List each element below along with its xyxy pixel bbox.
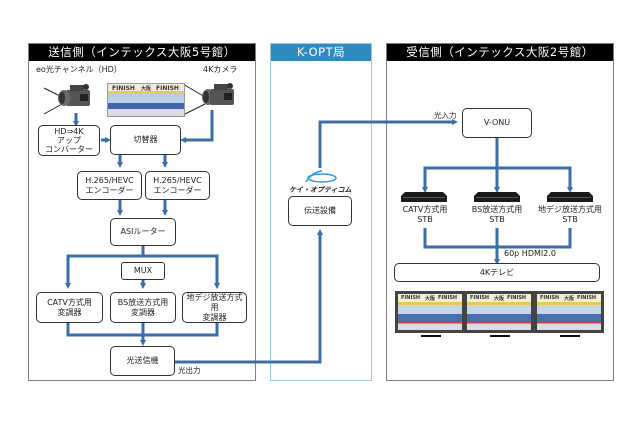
k-opticom-logo-icon [305, 170, 337, 183]
tv-display-1: FINISH 大阪 FINISH [395, 291, 465, 339]
mod-bs-box: BS放送方式用 変調器 [110, 292, 176, 323]
photo-text-mid: 大阪 [141, 86, 152, 92]
tv2-text-mid: 大阪 [494, 296, 505, 302]
tv-stand [421, 335, 441, 337]
stb-terrestrial-label: 地デジ放送方式用 STB [534, 205, 606, 225]
mod-catv-line1: CATV方式用 [47, 297, 92, 307]
stb-terr-line2: STB [562, 215, 578, 224]
asi-router-box: ASIルーター [110, 218, 176, 246]
vonu-label: V-ONU [483, 118, 511, 127]
transmission-box: 伝送設備 [288, 196, 352, 226]
stb-catv-line2: STB [417, 215, 433, 224]
tv-label: 4Kテレビ [479, 267, 515, 277]
tv-display-3: FINISH 大阪 FINISH [534, 291, 604, 339]
wire-vonu-stb-terr2 [497, 166, 573, 193]
encoder2-line1: H.265/HEVC [153, 175, 202, 185]
optical-in-label: 光入力 [434, 111, 457, 120]
hd-camera-icon [58, 84, 90, 106]
mux-box: MUX [121, 262, 165, 280]
encoder1-line1: H.265/HEVC [85, 175, 134, 185]
mod-catv-box: CATV方式用 変調器 [36, 292, 103, 323]
wire-asi-mod-terr [143, 254, 220, 289]
mod-terrestrial-box: 地デジ放送方式用 変調器 [182, 292, 247, 323]
optical-out-label: 光出力 [178, 366, 201, 375]
stb-bs-icon [474, 192, 520, 202]
photo-text-left: FINISH [112, 85, 135, 92]
stb-bs-line2: STB [489, 215, 505, 224]
stb-terrestrial-icon [547, 192, 593, 202]
stb-catv-icon [401, 192, 447, 202]
stb-catv-line1: CATV方式用 [402, 205, 448, 214]
tv-display-2: FINISH 大阪 FINISH [464, 291, 534, 339]
switcher-box: 切替器 [110, 125, 181, 155]
switcher-label: 切替器 [133, 135, 158, 144]
hd-source-label: eo光チャンネル（HD） [36, 65, 122, 74]
photo-text-right: FINISH [156, 85, 179, 92]
sender-title: 送信側（インテックス大阪5号館） [29, 44, 255, 61]
event-photo: FINISH 大阪 FINISH [107, 83, 185, 117]
asi-router-label: ASIルーター [120, 227, 166, 236]
vonu-box: V-ONU [462, 108, 532, 138]
optical-tx-label: 光送信機 [126, 356, 159, 365]
mod-terr-line2: 変調器 [202, 312, 227, 322]
4k-camera-label: 4Kカメラ [203, 65, 238, 74]
transmission-label: 伝送設備 [304, 206, 336, 215]
hdmi-label: 60p HDMI2.0 [504, 249, 556, 258]
tv3-text-left: FINISH [540, 295, 560, 301]
station-title: K-OPT局 [271, 44, 371, 61]
encoder-box-1: H.265/HEVC エンコーダー [77, 171, 142, 200]
encoder-box-2: H.265/HEVC エンコーダー [145, 171, 210, 200]
4k-camera-icon [202, 83, 234, 105]
mod-catv-line2: 変調器 [57, 307, 82, 317]
wire-tx-station [175, 229, 323, 364]
wire-vonu-stbs [422, 138, 499, 193]
tv2-text-left: FINISH [470, 295, 490, 301]
upconverter-line3: コンバーター [45, 145, 93, 154]
mux-label: MUX [133, 266, 153, 275]
wire-asi-mod [65, 245, 145, 289]
stb-terr-line1: 地デジ放送方式用 [538, 205, 602, 214]
tv-box: 4Kテレビ [394, 263, 600, 282]
stb-catv-label: CATV方式用 STB [395, 205, 455, 225]
upconverter-line1: HD⇒4K [54, 127, 84, 136]
tv1-text-right: FINISH [438, 295, 458, 301]
tv3-text-mid: 大阪 [564, 296, 575, 302]
optical-tx-box: 光送信機 [110, 346, 175, 376]
tv2-text-right: FINISH [507, 295, 527, 301]
tv-stand [560, 335, 580, 337]
mod-bs-line1: BS放送方式用 [117, 297, 169, 307]
stb-bs-line1: BS放送方式用 [471, 205, 523, 214]
stb-bs-label: BS放送方式用 STB [467, 205, 527, 225]
tv1-text-left: FINISH [401, 295, 421, 301]
k-opticom-logo-text: ケイ・オプティコム [289, 186, 352, 194]
receiver-title: 受信側（インテックス大阪2号館） [387, 44, 613, 61]
tv3-text-right: FINISH [577, 295, 597, 301]
encoder1-line2: エンコーダー [85, 185, 134, 195]
wire-4kcam-switcher [180, 110, 214, 143]
encoder2-line2: エンコーダー [153, 185, 202, 195]
tv1-text-mid: 大阪 [425, 296, 436, 302]
upconverter-line2: アップ [57, 136, 81, 145]
mod-bs-line2: 変調器 [131, 307, 155, 317]
mod-terr-line1: 地デジ放送方式用 [186, 292, 243, 312]
wire-station-vonu [318, 119, 458, 168]
tv-stand [490, 335, 510, 337]
upconverter-box: HD⇒4K アップ コンバーター [38, 125, 100, 156]
